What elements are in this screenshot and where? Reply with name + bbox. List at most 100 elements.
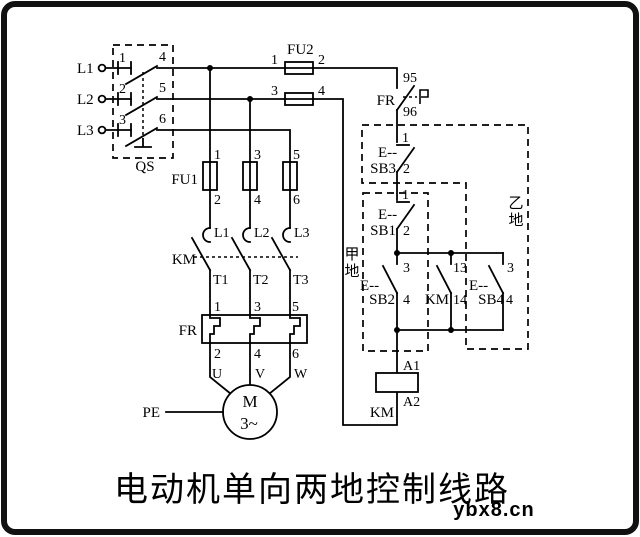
place-a-label-1: 甲 [344,247,359,263]
sb3-label: SB3 [370,161,396,177]
qs-switch: L1 L2 L3 1 2 3 4 5 6 QS [77,44,174,175]
qs-label: QS [135,159,154,175]
km-main-label: KM [172,252,196,268]
qs-handle-icon [134,138,152,148]
sb2-blade [381,264,399,295]
km-out-t1: T1 [213,273,229,288]
sb3-terminal-2: 2 [403,162,410,177]
km-aux-blade [435,264,453,295]
fr-terminal-3: 3 [254,300,261,315]
km-aux-contact: 13 KM 14 [425,252,467,331]
km-in-l2: L2 [254,226,270,241]
fu1-fuses: FU1 1 3 5 2 4 6 [171,67,300,229]
fr-terminal-2: 2 [214,347,221,362]
sb4-terminal-4: 4 [506,293,513,308]
km-in-l3: L3 [294,226,310,241]
sb3-actuator-icon: E-- [378,145,397,161]
qs-pole1-contacts [117,61,132,75]
place-a-dashed-box [362,192,429,352]
phase-label-l3: L3 [77,123,94,139]
sb4-label: SB4 [478,292,504,308]
place-b-label-1: 乙 [508,196,523,212]
qs-terminal-4: 4 [159,50,166,65]
qs-terminal-3: 3 [119,113,126,128]
fu1-terminal-1: 1 [214,148,221,163]
fr-heater-element-3 [289,314,301,344]
sb2-actuator-icon: E-- [360,278,379,294]
fr-nc-contact: 95 FR 96 [377,71,429,143]
fu1-through-wires [209,161,291,191]
terminal-circle-l2 [97,94,107,104]
phase-label-l1: L1 [77,61,94,77]
km-contact-blades [190,236,292,272]
km-aux-terminal-14: 14 [453,293,467,308]
km-coil-a2: A2 [403,395,420,410]
pe-label: PE [142,405,160,421]
sb4-actuator-icon: E-- [469,278,488,294]
sb1-terminal-1: 1 [402,188,409,203]
fr-contact-blade [395,84,416,112]
place-a-label-2: 地 [344,263,359,280]
km-out-t2: T2 [253,273,269,288]
qs-terminal-6: 6 [159,112,166,127]
watermark: ybx8.cn [453,499,534,521]
sb1-stop-button: 1 E-- SB1 2 [370,188,416,254]
km-aux-terminal-13: 13 [453,261,467,276]
qs-pole1-blade [124,64,159,86]
sb2-terminal-4: 4 [403,293,410,308]
location-boxes: 甲 地 乙 地 [344,124,529,352]
qs-pole3-contacts [117,123,132,137]
fu1-out-wires [209,189,291,229]
fu1-feed-wires [209,67,251,163]
fu1-terminal-3: 3 [254,148,261,163]
place-b-label-2: 地 [508,212,523,229]
fr-heater-element-2 [249,314,261,344]
sb2-terminal-3: 3 [403,261,410,276]
km-main-contacts: L1 L2 L3 KM T1 T2 T3 [172,226,310,316]
fu1-terminal-4: 4 [254,193,261,208]
motor: U V W M 3~ PE [142,342,308,440]
sb4-start-button: 3 E-- SB4 4 [469,252,514,331]
km-aux-label: KM [425,292,449,308]
terminal-circle-l3 [97,125,107,135]
sb2-label: SB2 [369,292,395,308]
sb2-start-button: 3 E-- SB2 4 [360,252,410,331]
motor-label: M [242,392,257,411]
sb4-blade [487,264,505,295]
fu2-terminal-4: 4 [318,84,325,99]
qs-terminal-5: 5 [159,81,166,96]
fu2-label: FU2 [287,42,314,58]
qs-terminal-2: 2 [119,82,126,97]
fr-terminal-4: 4 [254,347,261,362]
control-return-wire [312,98,398,426]
km-contact1-arc [202,227,211,243]
qs-pole2-blade [124,95,159,117]
fu1-label: FU1 [171,172,198,188]
fr-terminal-1: 1 [214,300,221,315]
sb1-actuator-icon: E-- [378,207,397,223]
fu1-terminal-2: 2 [214,193,221,208]
km-out-t3: T3 [293,273,309,288]
place-b-dashed-box [361,124,529,350]
fu2-terminal-1: 1 [271,53,278,68]
l3-bus-wire [156,129,291,163]
km-coil: A1 A2 KM [370,329,420,421]
control-feed-wire [312,67,398,89]
fr-contact-label: FR [377,93,395,109]
phase-label-l2: L2 [77,92,94,108]
fr-heater-label: FR [179,323,197,339]
motor-terminal-u: U [212,367,222,382]
fr-heater-element-1 [209,314,221,344]
km-contact3-arc [282,227,291,243]
motor-lead-wires [209,342,291,396]
qs-dashed-box [112,44,174,159]
sb3-stop-button: 1 E-- SB3 2 [370,131,416,201]
km-contact2-arc [242,227,251,243]
km-in-l1: L1 [214,226,230,241]
sb3-terminal-1: 1 [402,131,409,146]
fu2-terminal-2: 2 [318,53,325,68]
motor-terminal-w: W [294,367,308,382]
sb1-terminal-2: 2 [403,224,410,239]
